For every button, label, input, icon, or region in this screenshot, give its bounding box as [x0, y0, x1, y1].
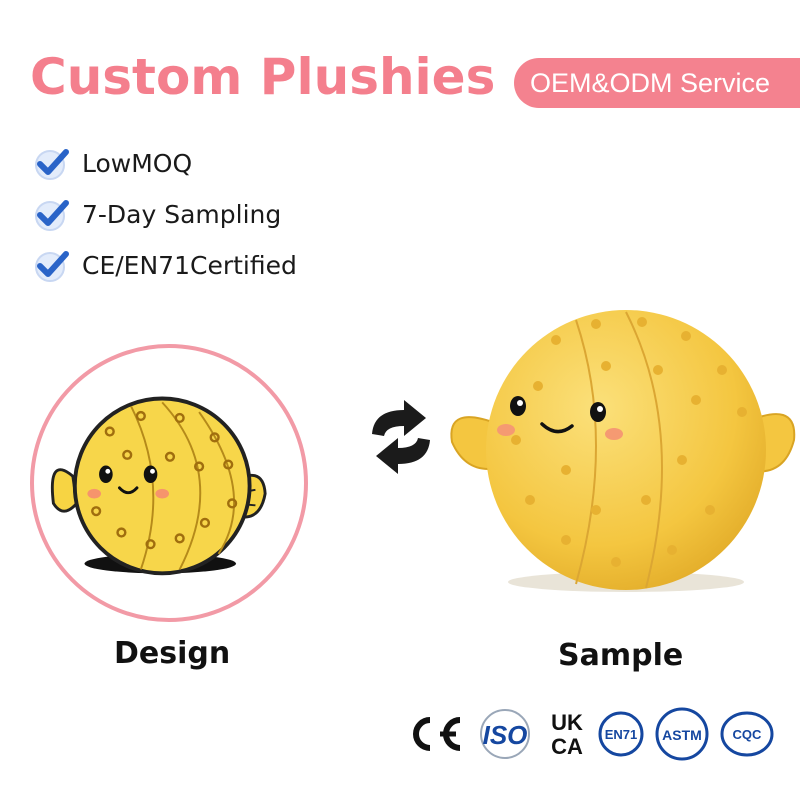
plush-sample-photo	[450, 310, 796, 592]
feature-label: 7-Day Sampling	[82, 200, 282, 229]
ukca-top-text: UK	[551, 710, 583, 735]
design-label: Design	[114, 636, 231, 671]
feature-item: LowMOQ	[32, 138, 297, 189]
certification-marks: ISO UK CA EN71 ASTM CQC	[404, 706, 796, 762]
check-icon	[35, 199, 69, 231]
feature-label: LowMOQ	[82, 149, 193, 178]
en71-text: EN71	[605, 727, 638, 742]
check-icon	[35, 250, 69, 282]
ukca-mark-icon: UK CA	[551, 710, 583, 759]
design-illustration-frame	[30, 344, 308, 622]
sample-label: Sample	[558, 638, 684, 673]
ukca-bottom-text: CA	[551, 734, 583, 759]
feature-list: LowMOQ 7-Day Sampling CE/EN71Certified	[32, 138, 297, 291]
astm-text: ASTM	[662, 727, 702, 743]
feature-label: CE/EN71Certified	[82, 251, 297, 280]
service-badge: OEM&ODM Service	[514, 58, 800, 108]
cqc-mark-icon: CQC	[720, 711, 774, 757]
iso-text: ISO	[483, 720, 528, 750]
feature-item: CE/EN71Certified	[32, 240, 297, 291]
ce-mark-icon	[413, 717, 461, 751]
cqc-text: CQC	[733, 727, 763, 742]
pufferfish-illustration	[50, 396, 267, 576]
astm-mark-icon: ASTM	[655, 707, 709, 761]
feature-item: 7-Day Sampling	[32, 189, 297, 240]
swap-arrows-icon	[372, 400, 430, 474]
en71-mark-icon: EN71	[598, 711, 644, 757]
iso-mark-icon: ISO	[480, 709, 530, 759]
page-title: Custom Plushies	[30, 48, 496, 106]
check-icon	[35, 148, 69, 180]
